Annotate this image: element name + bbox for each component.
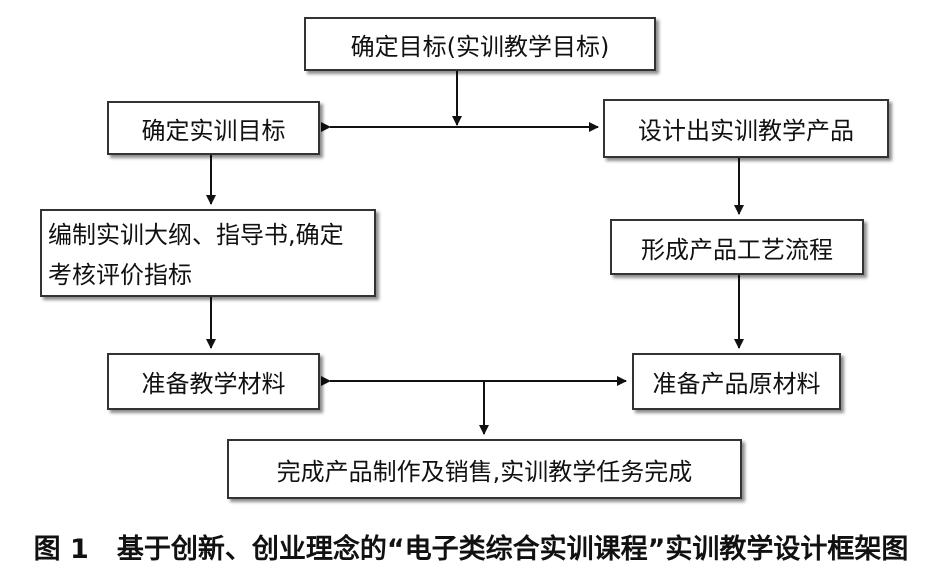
node-training-goal: 确定实训目标 xyxy=(107,101,320,155)
figure-caption: 图 1 基于创新、创业理念的“电子类综合实训课程”实训教学设计框架图 xyxy=(0,522,942,570)
node-training-goal-text: 确定实训目标 xyxy=(141,116,286,145)
node-process-flow-text: 形成产品工艺流程 xyxy=(641,235,833,264)
node-raw-materials: 准备产品原材料 xyxy=(632,353,841,410)
node-teaching-materials-text: 准备教学材料 xyxy=(141,370,286,398)
node-complete-text: 完成产品制作及销售,实训教学任务完成 xyxy=(276,457,693,486)
node-goal: 确定目标(实训教学目标) xyxy=(304,17,656,71)
node-goal-text: 确定目标(实训教学目标) xyxy=(350,32,610,61)
node-complete: 完成产品制作及销售,实训教学任务完成 xyxy=(227,439,742,499)
node-syllabus-line1: 编制实训大纲、指导书,确定 xyxy=(48,221,344,249)
node-process-flow: 形成产品工艺流程 xyxy=(610,219,864,275)
node-teaching-materials: 准备教学材料 xyxy=(107,353,320,410)
node-design-product-text: 设计出实训教学产品 xyxy=(638,117,854,145)
node-syllabus-line2: 考核评价指标 xyxy=(48,261,192,289)
node-design-product: 设计出实训教学产品 xyxy=(603,99,889,158)
node-syllabus: 编制实训大纲、指导书,确定 考核评价指标 xyxy=(40,209,376,297)
caption-title: 基于创新、创业理念的“电子类综合实训课程”实训教学设计框架图 xyxy=(116,533,909,565)
node-raw-materials-text: 准备产品原材料 xyxy=(652,370,821,398)
caption-label: 图 1 xyxy=(33,533,89,565)
